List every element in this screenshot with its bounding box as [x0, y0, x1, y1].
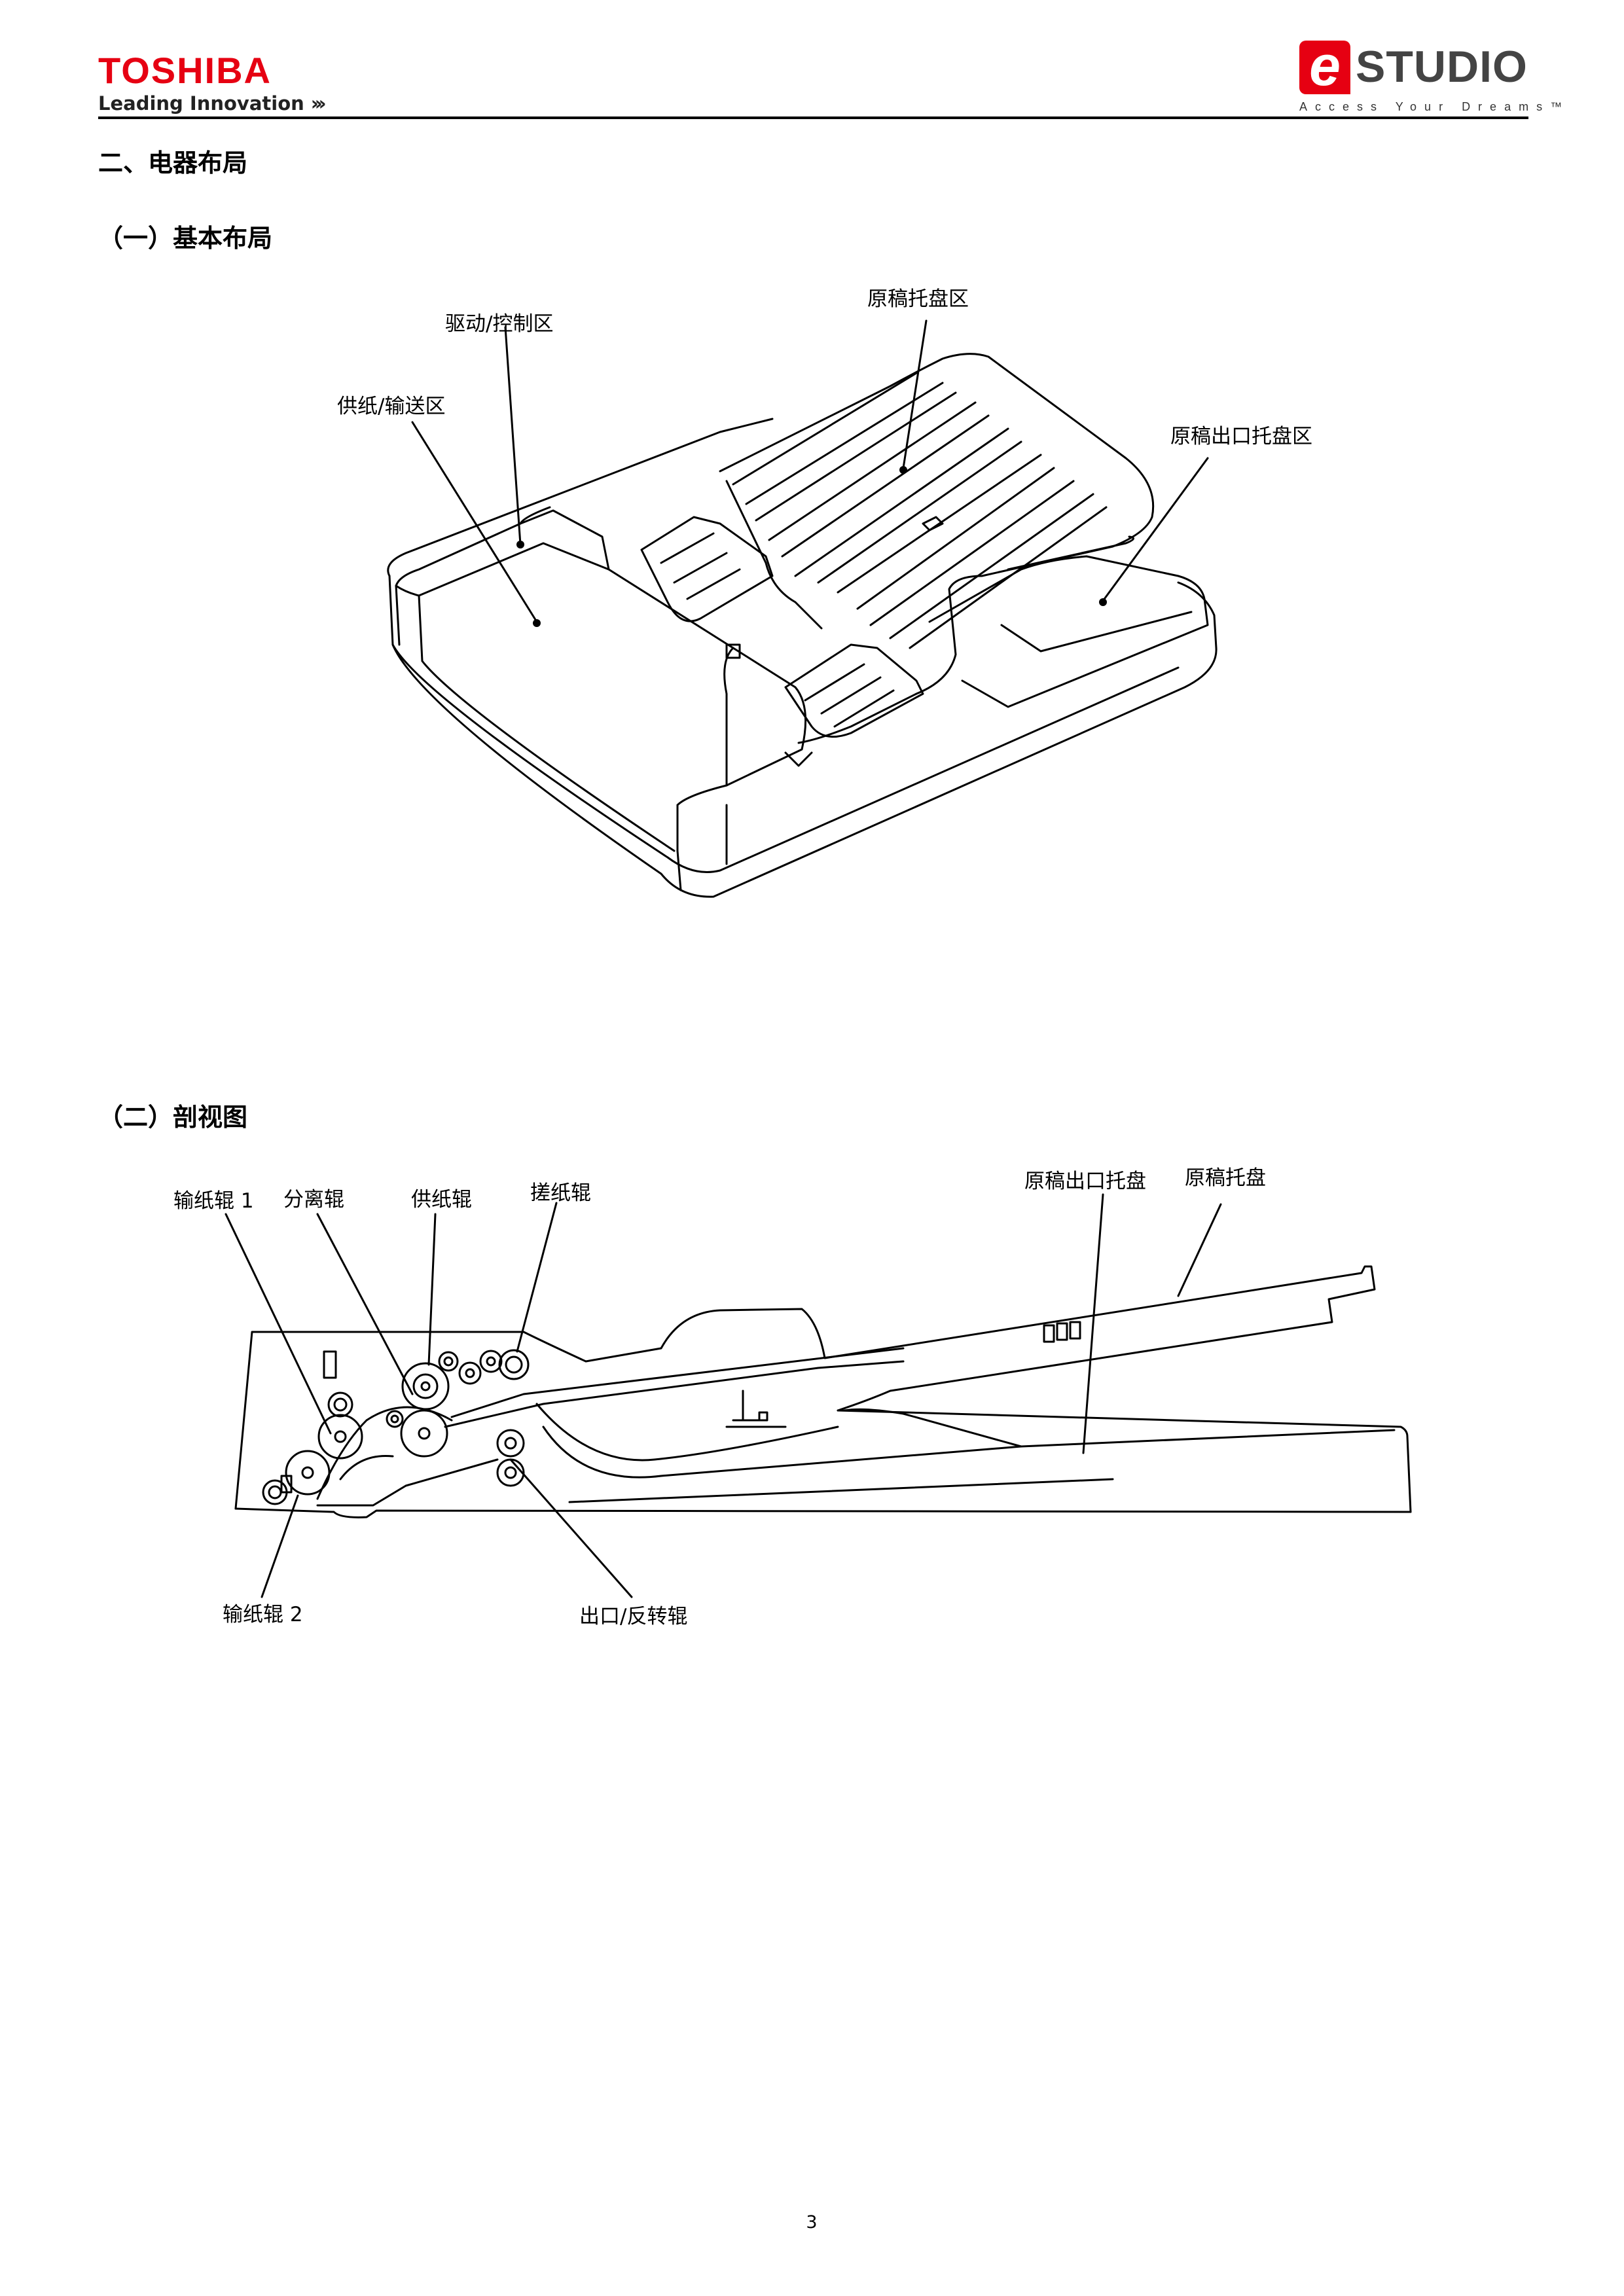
label-drive-control-area: 驱动/控制区: [445, 312, 554, 336]
label-original-exit-tray: 原稿出口托盘: [1024, 1170, 1146, 1193]
label-transport-roller-1: 输纸辊 1: [173, 1189, 254, 1213]
header-rule: [98, 117, 1528, 119]
subsection-basic-layout-title: （一）基本布局: [98, 224, 273, 253]
estudio-e-mark: e: [1299, 38, 1350, 94]
label-exit-reverse-roller: 出口/反转辊: [579, 1605, 688, 1628]
chevrons-icon: ›››: [310, 92, 327, 115]
brand-tagline: Leading Innovation ›››: [98, 92, 327, 115]
label-separation-roller: 分离辊: [283, 1188, 344, 1211]
toshiba-logo: TOSHIBA: [98, 50, 272, 91]
adf-section-view-diagram: [225, 1193, 1412, 1598]
adf-perspective-diagram: [387, 319, 1218, 898]
label-original-tray: 原稿托盘: [1185, 1166, 1266, 1190]
tagline-text: Leading Innovation: [98, 92, 304, 115]
label-pickup-roller: 搓纸辊: [530, 1181, 591, 1205]
label-original-tray-area: 原稿托盘区: [867, 287, 969, 311]
estudio-tagline: Access Your Dreams™: [1299, 100, 1570, 113]
label-feed-transport-area: 供纸/输送区: [337, 395, 446, 418]
label-exit-tray-area: 原稿出口托盘区: [1170, 425, 1312, 448]
page-number: 3: [806, 2212, 818, 2233]
estudio-logo: e STUDIO Access Your Dreams™: [1299, 38, 1570, 116]
label-feed-roller: 供纸辊: [411, 1188, 472, 1211]
estudio-wordmark: STUDIO: [1356, 42, 1528, 92]
label-transport-roller-2: 输纸辊 2: [223, 1603, 303, 1626]
subsection-section-view-title: （二）剖视图: [98, 1103, 248, 1132]
section-title: 二、电器布局: [98, 149, 248, 177]
